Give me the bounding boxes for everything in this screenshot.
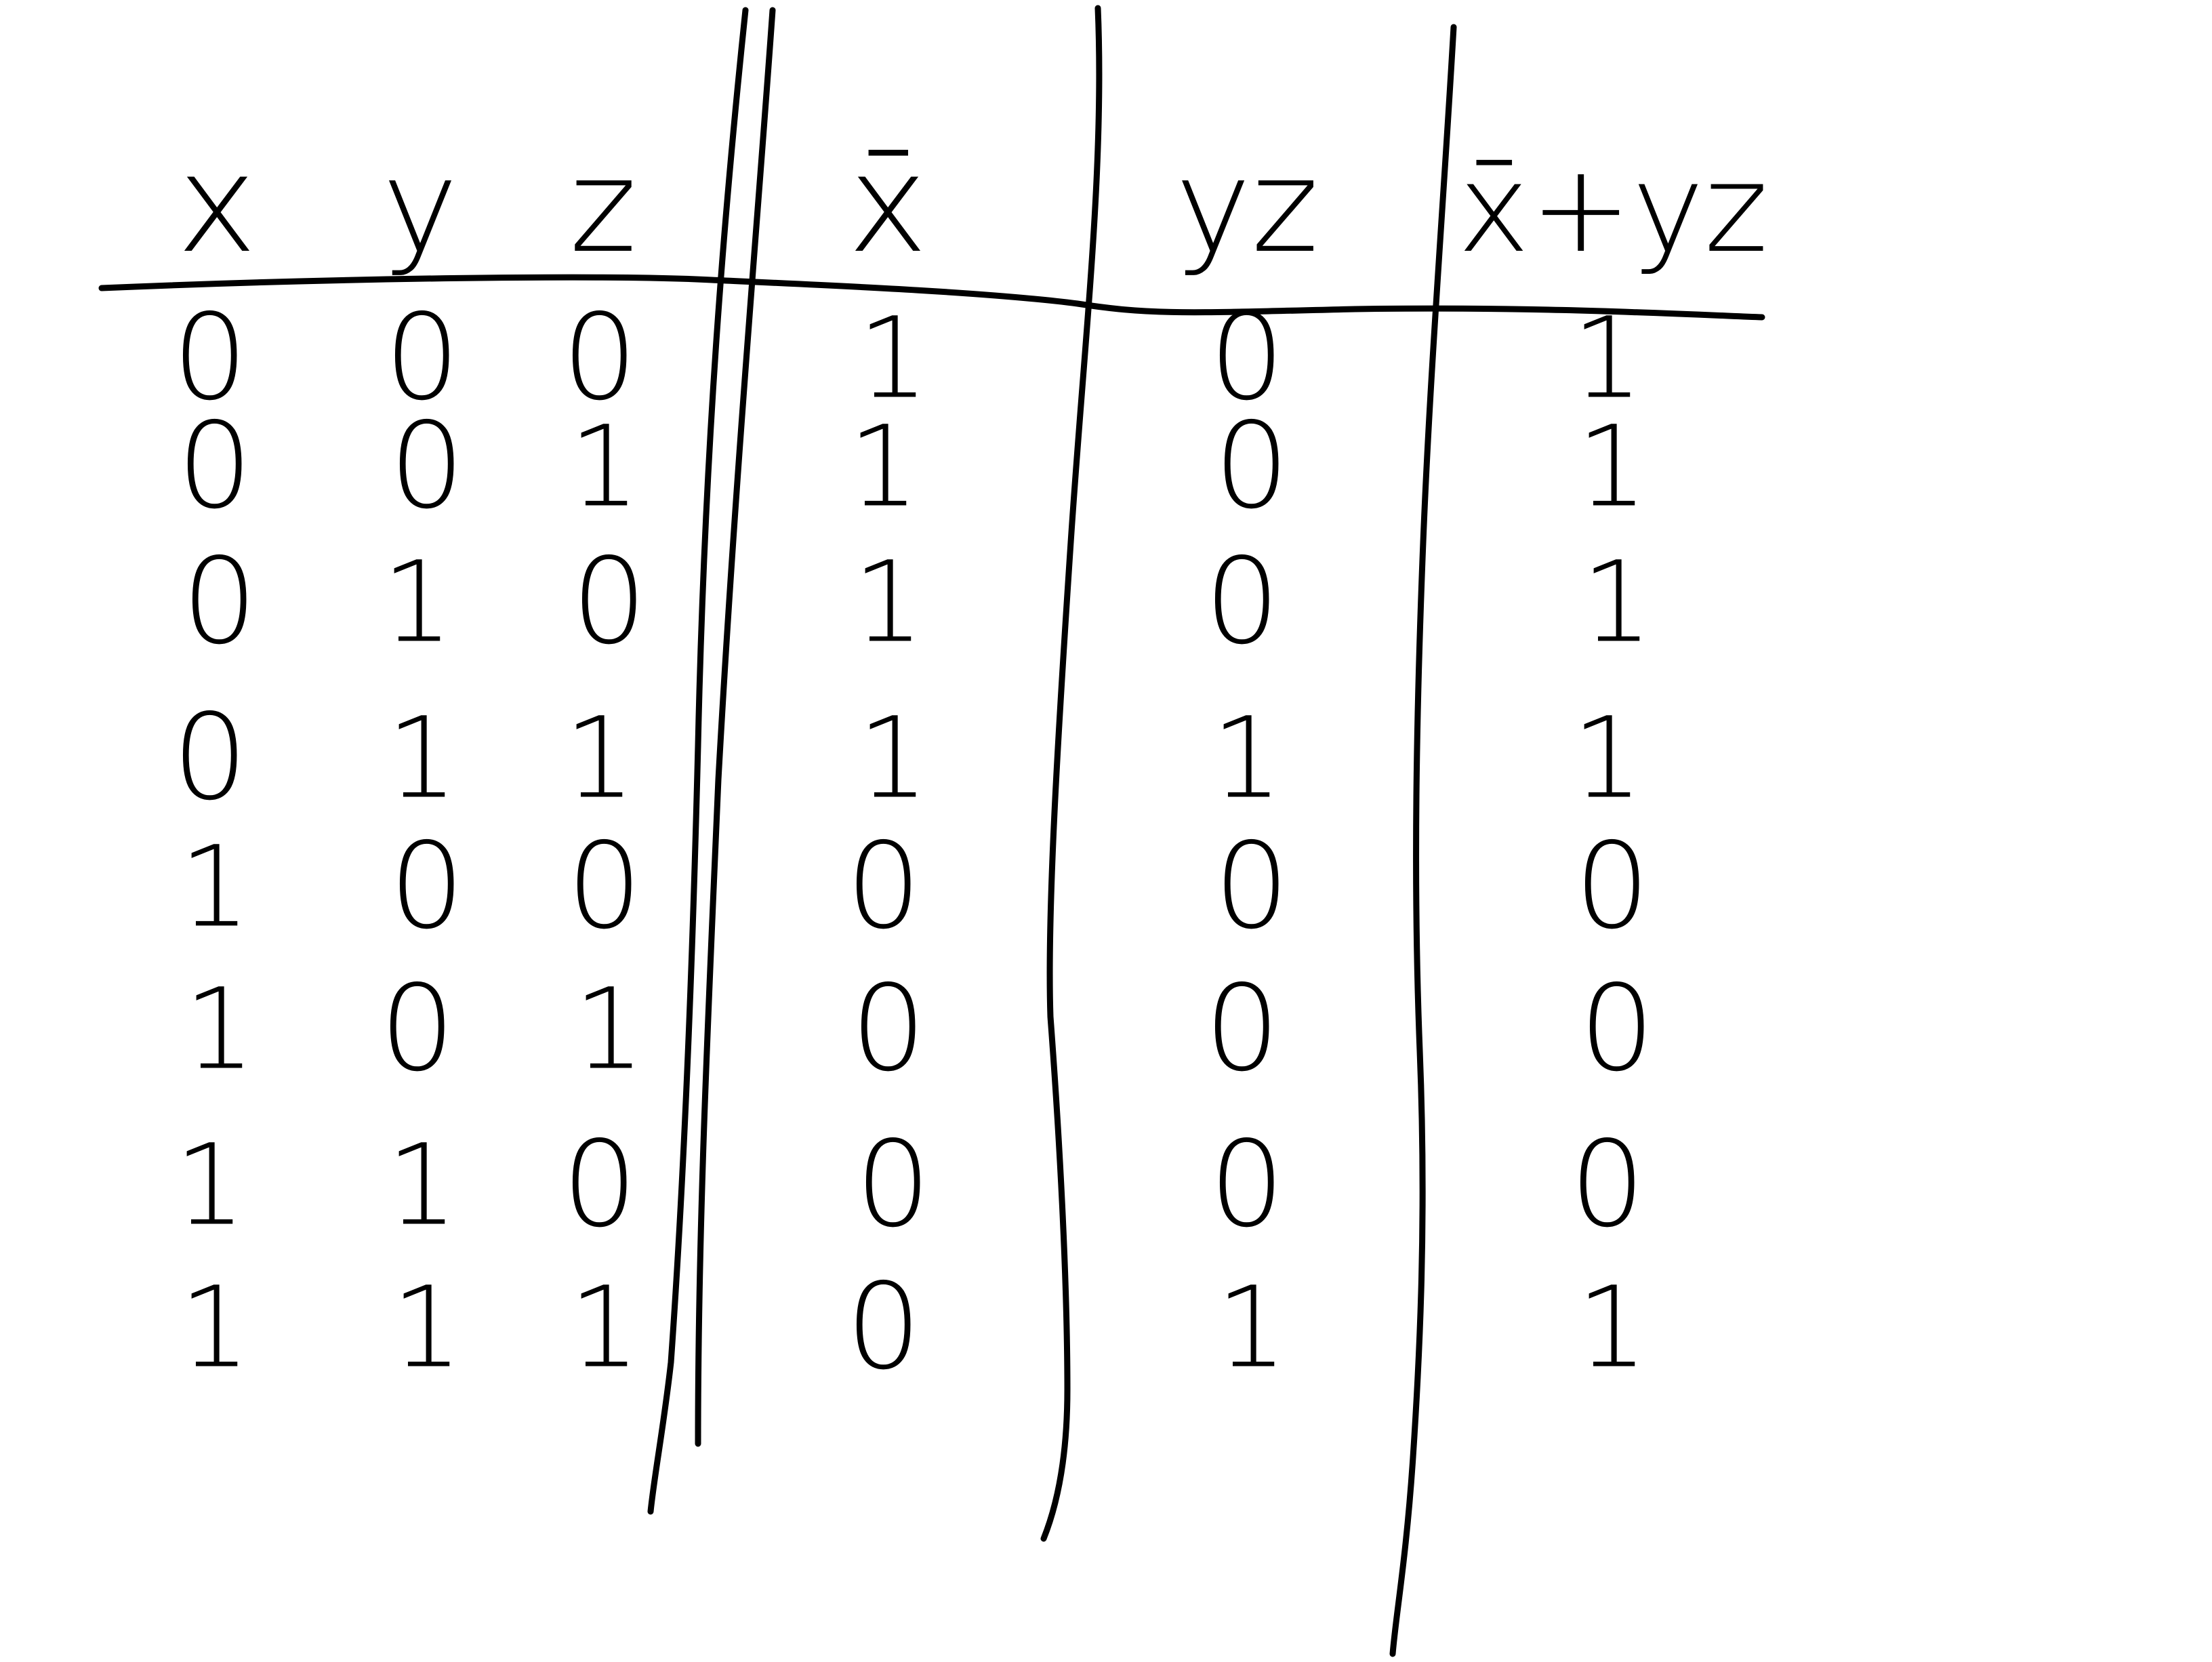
- table-cell: 0: [562, 1116, 637, 1254]
- table-cell: 0: [1209, 1116, 1284, 1254]
- table-cell: 1: [1577, 402, 1648, 532]
- table-cell: 1: [569, 1263, 640, 1393]
- table-cell: 0: [1204, 533, 1279, 671]
- table-cell: 1: [1582, 538, 1653, 668]
- table-cell: 0: [172, 689, 247, 827]
- table-cell: 0: [855, 1116, 930, 1254]
- table-cell: 1: [565, 693, 636, 824]
- table-cell: 0: [846, 818, 921, 956]
- table-cell: 1: [1212, 693, 1283, 824]
- separator-yz: [1389, 24, 1457, 1657]
- table-cell: 0: [571, 533, 647, 671]
- table-cell: 0: [1570, 1116, 1645, 1254]
- table-cell: 0: [172, 289, 247, 427]
- header-cell: x: [177, 125, 257, 283]
- table-cell: 0: [389, 398, 464, 535]
- table-cell: 0: [177, 398, 252, 535]
- header-cell: z: [569, 131, 637, 281]
- table-cell: 1: [858, 293, 929, 424]
- table-cell: 1: [1572, 293, 1643, 424]
- separator-xyz-left: [647, 7, 749, 1515]
- table-cell: 1: [574, 965, 645, 1095]
- table-cell: 0: [1209, 289, 1284, 427]
- table-cell: 1: [569, 402, 640, 532]
- table-cell: 0: [389, 818, 464, 956]
- table-cell: 1: [848, 402, 920, 532]
- table-cell: 0: [182, 533, 257, 671]
- table-cell: 1: [180, 1263, 251, 1393]
- table-cell: 0: [846, 1259, 921, 1396]
- table-cell: 1: [175, 1120, 246, 1251]
- table-grid: [98, 5, 1765, 1657]
- table-cell: 0: [851, 960, 926, 1098]
- table-cell: 0: [1214, 818, 1289, 956]
- table-cell: 0: [1574, 818, 1650, 956]
- separator-xyz-right: [695, 7, 776, 1447]
- table-cell: 1: [184, 965, 255, 1095]
- table-cell: 1: [853, 538, 924, 668]
- table-cell: 1: [858, 693, 929, 824]
- header-underline: [98, 274, 1765, 321]
- table-cell: 0: [562, 289, 637, 427]
- table-cell: 1: [387, 1120, 458, 1251]
- table-cell: 0: [380, 960, 455, 1098]
- table-cell: 1: [382, 538, 453, 668]
- table-cell: 0: [384, 289, 459, 427]
- table-cell: 1: [1216, 1263, 1288, 1393]
- table-cell: 1: [180, 822, 251, 952]
- table-cell: 1: [1577, 1263, 1648, 1393]
- header-cell: x̄: [848, 125, 928, 283]
- table-cell: 1: [392, 1263, 463, 1393]
- table-cell: 0: [1204, 960, 1279, 1098]
- header-cell: y: [382, 131, 458, 281]
- separator-xbar: [1040, 5, 1103, 1542]
- table-cell: 0: [567, 818, 642, 956]
- table-cell: 0: [1579, 960, 1654, 1098]
- header-cell: yz: [1175, 131, 1319, 281]
- table-cell: 0: [1214, 398, 1289, 535]
- table-cell: 1: [387, 693, 458, 824]
- header-cell: x̄+yz: [1458, 138, 1768, 280]
- table-cell: 1: [1572, 693, 1643, 824]
